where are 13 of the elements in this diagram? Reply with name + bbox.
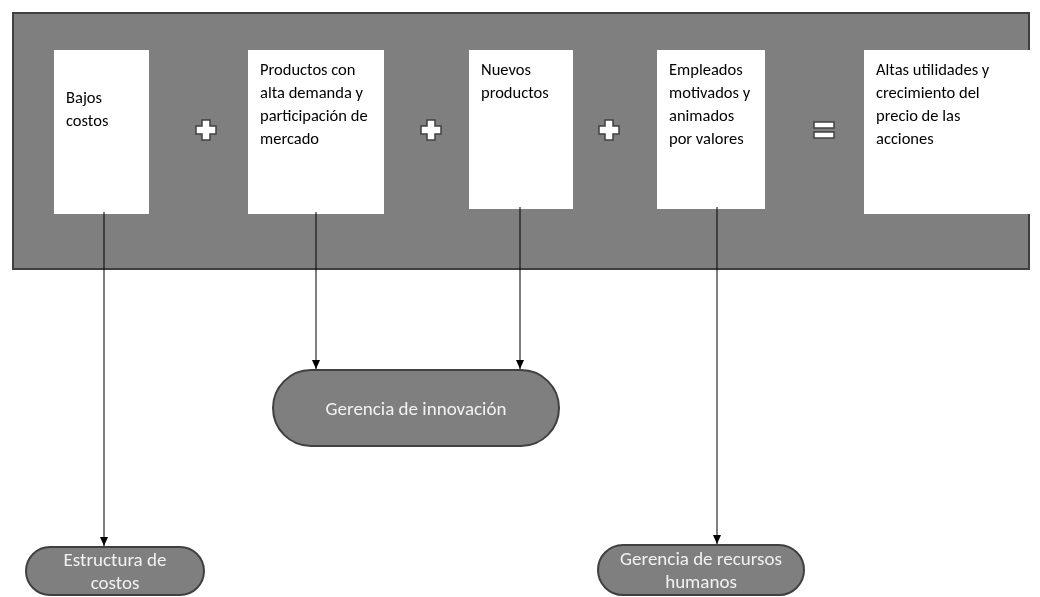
arrow [713, 206, 721, 545]
text-box: Productos con alta demanda y participación de mercado [248, 50, 384, 214]
text-box: Altas utilidades y crecimiento del precio de las acciones [864, 50, 1030, 214]
rounded-node: Gerencia de recursos humanos [597, 544, 805, 596]
arrow [312, 211, 320, 370]
panel-background [12, 12, 1030, 270]
rounded-node: Gerencia de innovación [272, 369, 560, 447]
text-box: Nuevos productos [469, 50, 573, 209]
text-box: Empleados motivados y animados por valores [657, 50, 765, 209]
text-box: Bajos costos [54, 50, 149, 214]
rounded-node: Estructura de costos [25, 546, 205, 596]
arrow [516, 206, 524, 370]
arrow [100, 211, 108, 547]
